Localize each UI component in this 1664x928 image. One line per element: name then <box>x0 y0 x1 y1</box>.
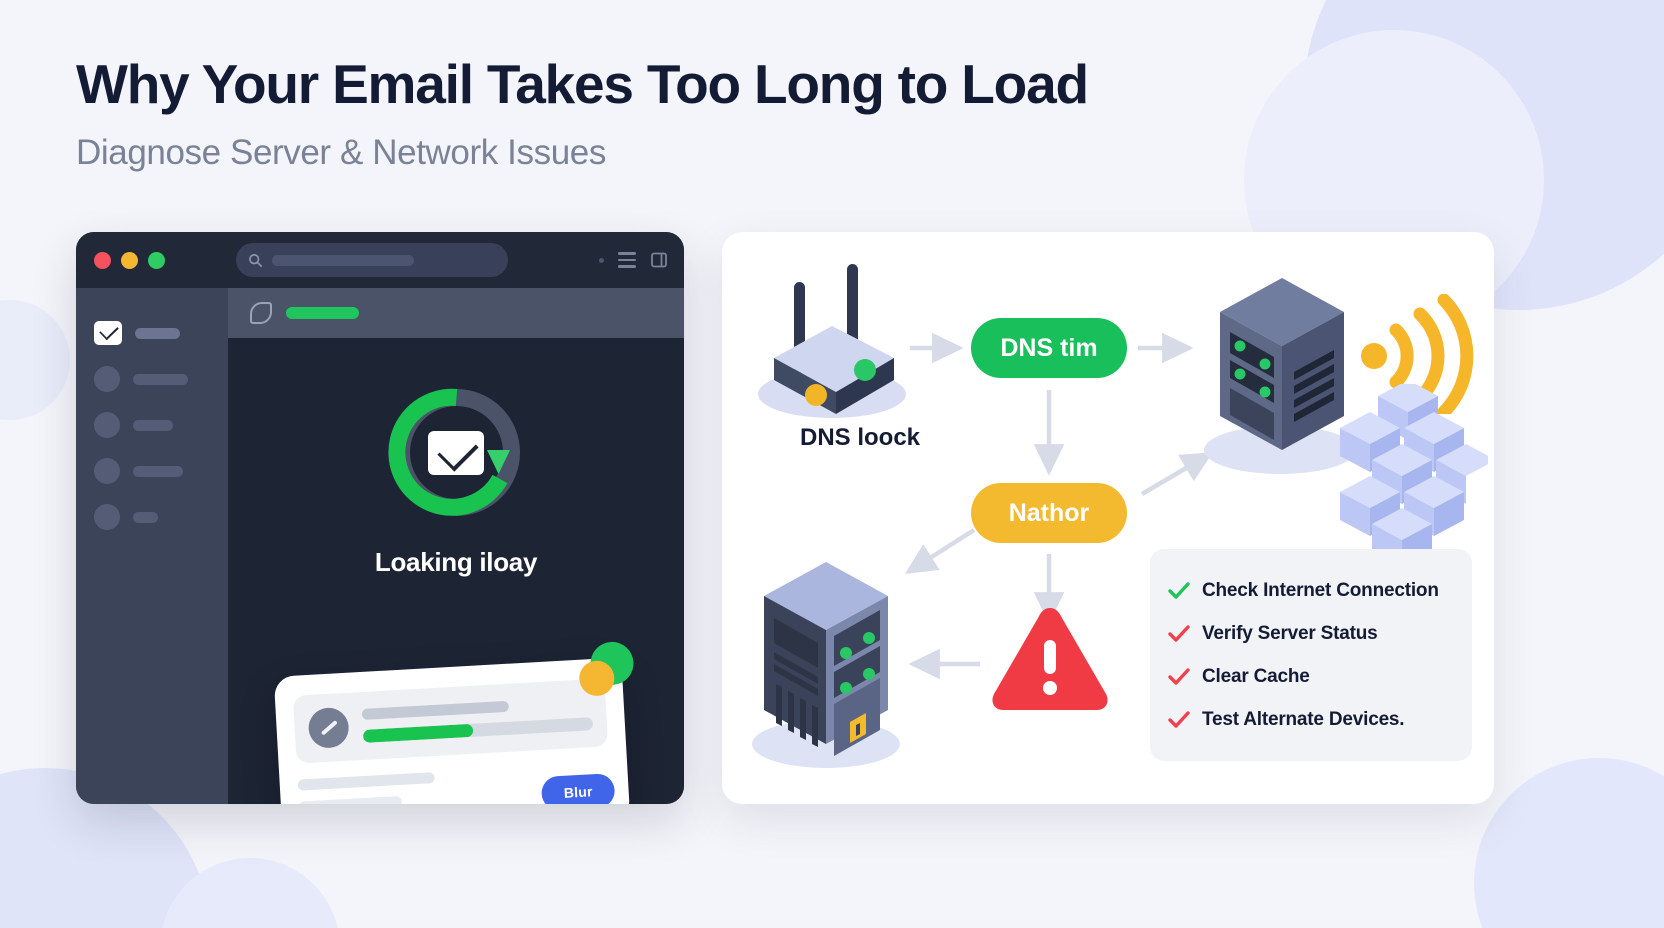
envelope-icon <box>94 321 122 345</box>
card-progress-fill <box>362 723 474 743</box>
card-title-placeholder <box>361 700 510 720</box>
page-header: Why Your Email Takes Too Long to Load Di… <box>76 53 1089 173</box>
bg-blob-bottom-right <box>1474 758 1664 928</box>
sidebar-item-4[interactable] <box>76 448 228 494</box>
node-nathor[interactable]: Nathor <box>971 483 1127 543</box>
lock-icon <box>850 713 866 743</box>
card-text-placeholder-1 <box>297 772 436 791</box>
email-app-window: Loaking iloay Blur <box>76 232 684 804</box>
check-icon <box>1168 710 1190 728</box>
traffic-lights <box>94 251 165 269</box>
checklist-item-label: Check Internet Connection <box>1202 579 1439 601</box>
card-row <box>292 678 609 764</box>
toolbar-status-pill <box>286 307 359 319</box>
sidebar-item-label <box>133 511 158 523</box>
server-rack-icon <box>1192 264 1372 489</box>
sidebar-item-inbox[interactable] <box>76 310 228 356</box>
sidebar-item-5[interactable] <box>76 494 228 540</box>
search-icon <box>249 253 262 267</box>
leaf-icon <box>250 302 272 324</box>
checklist-item-label: Clear Cache <box>1202 665 1310 687</box>
sidebar-item-label <box>135 327 180 339</box>
avatar-icon <box>94 504 120 530</box>
window-titlebar <box>76 232 684 288</box>
blur-button[interactable]: Blur <box>540 773 616 804</box>
progress-ring-icon <box>387 388 520 516</box>
app-sidebar <box>76 288 228 804</box>
firewall-brick-wall-icon <box>1318 380 1496 579</box>
card-text-placeholder-2 <box>298 795 403 804</box>
check-icon <box>1168 667 1190 685</box>
app-content: Loaking iloay Blur <box>228 288 684 804</box>
avatar-icon <box>94 412 120 438</box>
hamburger-menu-icon[interactable] <box>618 252 636 268</box>
search-input-value <box>272 254 414 266</box>
sidebar-item-label <box>133 465 183 477</box>
wifi-router-icon <box>744 254 920 429</box>
checklist-item[interactable]: Test Alternate Devices. <box>1168 698 1454 741</box>
diagram-arrows <box>904 332 1214 680</box>
server-tower-lock-icon <box>738 548 918 783</box>
notification-card: Blur <box>273 640 635 804</box>
app-body: Loaking iloay Blur <box>76 288 684 804</box>
sidebar-item-3[interactable] <box>76 402 228 448</box>
panel-layout-icon[interactable] <box>650 251 668 269</box>
avatar-icon <box>94 366 120 392</box>
titlebar-actions <box>599 251 668 269</box>
sidebar-item-label <box>133 419 173 431</box>
card-lines <box>361 696 594 743</box>
checklist-item-label: Verify Server Status <box>1202 622 1378 644</box>
warning-triangle-icon <box>988 602 1112 719</box>
minimize-window-button[interactable] <box>121 251 138 269</box>
router-label: DNS loock <box>799 424 921 451</box>
sidebar-item-2[interactable] <box>76 356 228 402</box>
envelope-icon <box>428 430 484 475</box>
check-icon <box>1168 581 1190 599</box>
page-subtitle: Diagnose Server & Network Issues <box>76 132 606 172</box>
troubleshooting-checklist: Check Internet Connection Verify Server … <box>1150 549 1472 761</box>
check-icon <box>1168 624 1190 642</box>
checklist-item-label: Test Alternate Devices. <box>1202 708 1405 730</box>
checklist-item[interactable]: Verify Server Status <box>1168 612 1454 655</box>
arrow-nathor-to-left-server <box>904 528 976 574</box>
card-progress-bar <box>362 717 594 743</box>
checklist-item[interactable]: Check Internet Connection <box>1168 569 1454 612</box>
mute-avatar-icon <box>307 706 350 749</box>
avatar-icon <box>94 458 120 484</box>
maximize-window-button[interactable] <box>148 251 165 269</box>
close-window-button[interactable] <box>94 251 111 269</box>
search-input[interactable] <box>236 243 508 277</box>
status-dot-icon <box>599 257 604 263</box>
arrow-nathor-to-server <box>1140 452 1214 496</box>
wifi-signal-icon <box>1358 293 1476 419</box>
sidebar-item-label <box>133 373 188 385</box>
node-dns-timeout[interactable]: DNS tim <box>971 318 1127 378</box>
network-diagram-panel: DNS loock DNS tim Nathor <box>722 232 1496 804</box>
checklist-item[interactable]: Clear Cache <box>1168 655 1454 698</box>
loading-indicator: Loaking iloay <box>228 384 684 578</box>
loading-status-text: Loaking iloay <box>374 547 538 577</box>
loading-ring <box>387 384 525 521</box>
content-toolbar <box>228 288 684 338</box>
page-title: Why Your Email Takes Too Long to Load <box>76 53 1089 115</box>
bg-blob-left <box>0 300 70 420</box>
